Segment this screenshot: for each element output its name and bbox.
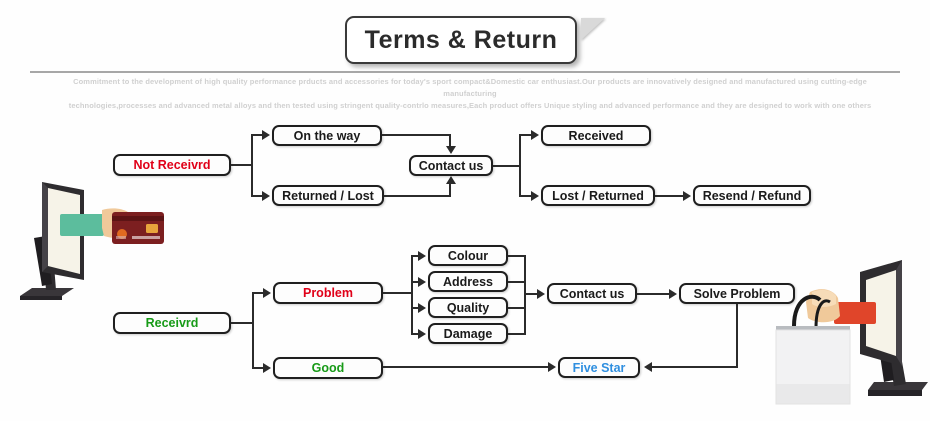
arrow-to-resendrefund-icon — [683, 191, 691, 201]
connector-to-returnedlost — [251, 195, 264, 197]
connector-start-split — [251, 135, 253, 197]
intro-paragraph: Commitment to the development of high qu… — [50, 76, 890, 112]
flow-box-solve-problem[interactable]: Solve Problem — [679, 283, 795, 304]
flow-box-contact-us-bottom[interactable]: Contact us — [547, 283, 637, 304]
connector-to-good — [252, 367, 265, 369]
arrow-to-ontheway-icon — [262, 130, 270, 140]
arrow-to-fivestar-left-icon — [644, 362, 652, 372]
flow-box-damage[interactable]: Damage — [428, 323, 508, 344]
arrow-to-contact-bottom-icon — [537, 289, 545, 299]
flow-box-lost-returned[interactable]: Lost / Returned — [541, 185, 655, 206]
connector-solve-down — [736, 304, 738, 367]
connector-returnedlost-to-hub-h — [384, 195, 451, 197]
connector-problem-out — [383, 292, 413, 294]
connector-bottom-stem — [231, 322, 253, 324]
flow-box-five-star[interactable]: Five Star — [558, 357, 640, 378]
connector-to-quality — [411, 307, 420, 309]
title-banner: Terms & Return — [345, 16, 605, 64]
connector-hub-out — [493, 165, 521, 167]
flow-box-contact-us-top[interactable]: Contact us — [409, 155, 493, 176]
connector-start-stem — [231, 164, 252, 166]
arrow-to-problem-icon — [263, 288, 271, 298]
arrow-to-fivestar-right-icon — [548, 362, 556, 372]
connector-to-ontheway — [251, 134, 264, 136]
arrow-to-received-icon — [531, 130, 539, 140]
title-banner-box: Terms & Return — [345, 16, 577, 64]
flow-box-received-start[interactable]: Receivrd — [113, 312, 231, 334]
flow-box-problem[interactable]: Problem — [273, 282, 383, 304]
connector-ontheway-to-hub-v — [449, 134, 451, 147]
connector-colour-merge — [508, 255, 526, 257]
intro-line-1: Commitment to the development of high qu… — [73, 77, 867, 98]
connector-to-problem — [252, 292, 265, 294]
connector-solve-to-fivestar — [652, 366, 738, 368]
connector-quality-merge — [508, 307, 526, 309]
arrow-to-lostreturned-icon — [531, 191, 539, 201]
connector-damage-merge — [508, 333, 526, 335]
arrow-hub-up-icon — [446, 176, 456, 184]
connector-returnedlost-to-hub-v — [449, 183, 451, 196]
connector-good-to-fivestar — [383, 366, 550, 368]
arrow-to-solve-icon — [669, 289, 677, 299]
arrow-to-quality-icon — [418, 303, 426, 313]
monitor-hand-shopping-bag-illustration — [775, 260, 928, 405]
connector-to-resendrefund — [655, 195, 685, 197]
flow-box-colour[interactable]: Colour — [428, 245, 508, 266]
connector-to-received — [519, 134, 533, 136]
connector-to-damage — [411, 333, 420, 335]
flow-box-good[interactable]: Good — [273, 357, 383, 379]
header-divider — [30, 71, 900, 73]
flow-box-received[interactable]: Received — [541, 125, 651, 146]
connector-contact-to-solve — [637, 293, 671, 295]
flow-box-on-the-way[interactable]: On the way — [272, 125, 382, 146]
connector-ontheway-to-hub-h — [382, 134, 451, 136]
connector-address-merge — [508, 281, 526, 283]
intro-line-2: technologies,processes and advanced meta… — [68, 101, 872, 110]
flow-box-resend-refund[interactable]: Resend / Refund — [693, 185, 811, 206]
connector-hub-split — [519, 134, 521, 196]
arrow-to-returnedlost-icon — [262, 191, 270, 201]
arrow-to-colour-icon — [418, 251, 426, 261]
connector-to-lostreturned — [519, 195, 533, 197]
flow-box-quality[interactable]: Quality — [428, 297, 508, 318]
connector-to-address — [411, 281, 420, 283]
connector-bottom-split — [252, 292, 254, 368]
arrow-hub-down-icon — [446, 146, 456, 154]
flow-box-returned-lost[interactable]: Returned / Lost — [272, 185, 384, 206]
banner-fold-icon — [581, 18, 605, 62]
flow-box-address[interactable]: Address — [428, 271, 508, 292]
monitor-hand-credit-card-illustration — [20, 182, 164, 300]
connector-to-colour — [411, 255, 420, 257]
arrow-to-address-icon — [418, 277, 426, 287]
connector-issue-split — [411, 255, 413, 333]
arrow-to-damage-icon — [418, 329, 426, 339]
arrow-to-good-icon — [263, 363, 271, 373]
flow-box-not-received[interactable]: Not Receivrd — [113, 154, 231, 176]
connector-bus-to-contact — [524, 293, 539, 295]
page-title: Terms & Return — [364, 25, 558, 54]
